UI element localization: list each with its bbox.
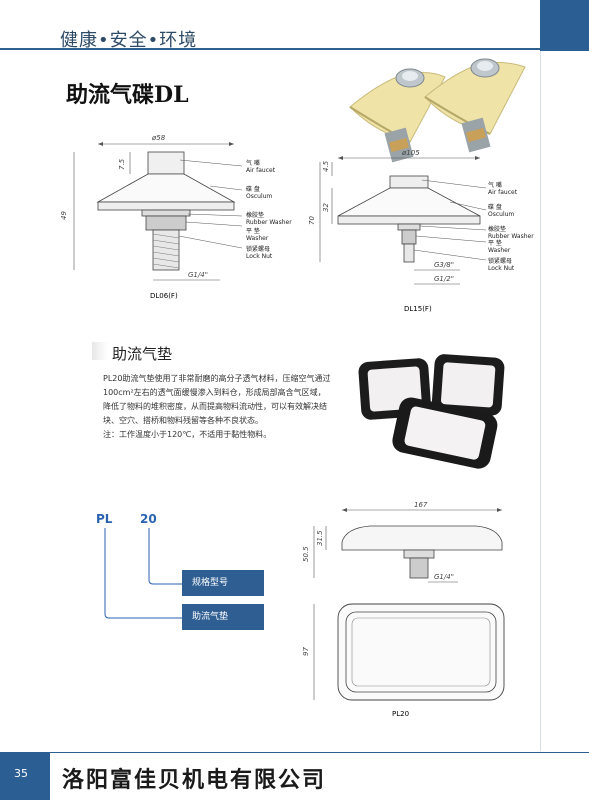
- dl06-dim-width: ø58: [151, 134, 166, 142]
- pl20-dim-h2: 31.5: [316, 530, 324, 546]
- section-title-dl: 助流气碟DL: [66, 82, 189, 108]
- code-label-spec: 规格型号: [182, 570, 264, 596]
- dl06-caption: DL06(F): [150, 292, 178, 300]
- dl06-dim-top: 7.5: [118, 158, 126, 170]
- code-part-pl: PL: [96, 512, 113, 526]
- section-marker: [92, 342, 108, 360]
- drawing-dl06: ø58 49 7.5 G1/4" DL06(F): [60, 134, 243, 300]
- header-title: 健康•安全•环境: [60, 30, 198, 51]
- code-label-type: 助流气垫: [182, 604, 264, 630]
- product-photo-dl: [349, 58, 526, 163]
- pl20-dim-width: 167: [414, 501, 428, 509]
- drawing-dl15: ø105 70 4.5 32 G3/8" G1/2" DL15(F): [308, 149, 487, 313]
- header-divider: [0, 48, 540, 50]
- dl15-caption: DL15(F): [404, 305, 432, 313]
- dl15-dim-height: 70: [308, 216, 316, 225]
- footer-divider: [50, 752, 589, 753]
- pl20-dim-depth: 97: [302, 647, 310, 656]
- pl20-dim-h1: 50.5: [302, 546, 310, 562]
- dl06-dim-height: 49: [60, 211, 68, 220]
- product-photo-pl: [358, 354, 505, 469]
- corner-block: [540, 0, 589, 51]
- section-title-pl: 助流气垫: [112, 345, 173, 363]
- drawing-pl20: 167 50.5 31.5 G1/4" 97 PL20: [302, 501, 505, 718]
- page-number: 35: [14, 767, 28, 780]
- footer-block: [0, 752, 50, 800]
- dl15-dim-top: 4.5: [322, 160, 330, 172]
- dl15-dim-width: ø105: [401, 149, 420, 157]
- code-connectors: [104, 528, 182, 619]
- dl06-dim-thread: G1/4": [188, 271, 208, 279]
- dl15-dim-thread1: G3/8": [434, 261, 454, 269]
- code-part-20: 20: [140, 512, 157, 526]
- dl15-dim-thread2: G1/2": [434, 275, 454, 283]
- dl15-dim-mid: 32: [322, 203, 330, 212]
- section-description: PL20助流气垫使用了非常耐磨的高分子透气材料，压缩空气通过 100cm²左右的…: [103, 374, 331, 439]
- pl20-dim-thread: G1/4": [434, 573, 454, 581]
- pl20-caption: PL20: [392, 710, 409, 718]
- company-name: 洛阳富佳贝机电有限公司: [62, 768, 327, 793]
- side-divider: [540, 51, 541, 751]
